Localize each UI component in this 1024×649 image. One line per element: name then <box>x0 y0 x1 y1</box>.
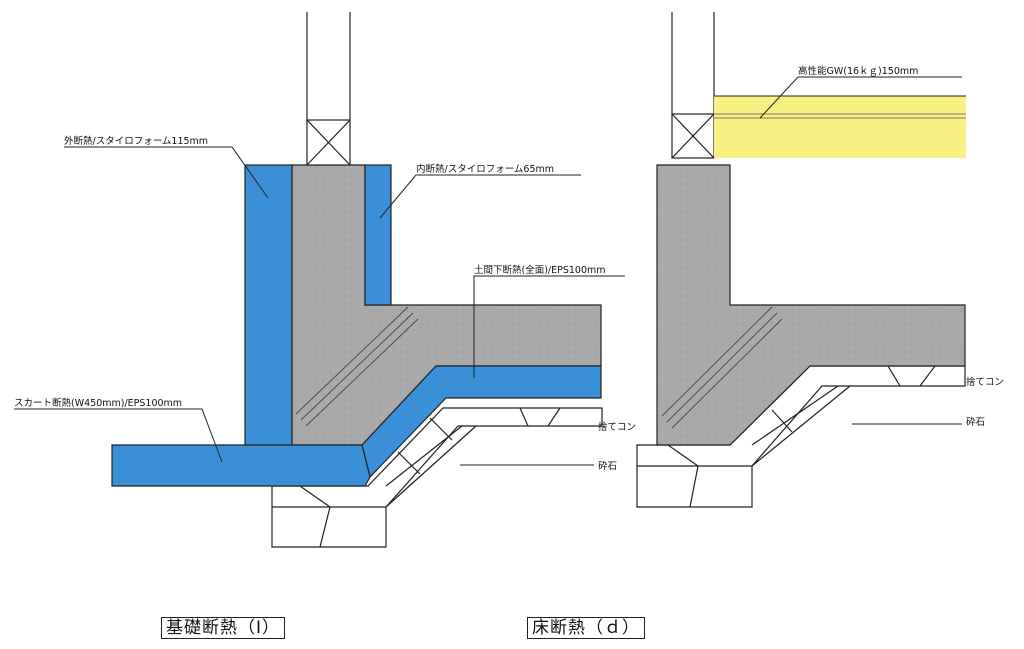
caption-foundation-insulation: 基礎断熱（Ⅰ） <box>161 617 286 639</box>
left-section: 外断熱/スタイロフォーム115mm 内断熱/スタイロフォーム65mm 土間下断熱… <box>14 12 636 548</box>
label-slab-insulation: 土間下断熱(全面)/EPS100mm <box>474 264 606 276</box>
label-skirt-insulation: スカート断熱(W450mm)/EPS100mm <box>14 397 182 409</box>
right-concrete-hatch <box>661 306 783 429</box>
label-glasswool: 高性能GW(16ｋｇ)150mm <box>798 65 918 77</box>
caption-floor-insulation: 床断熱（ｄ） <box>527 617 645 639</box>
label-left-gravel: 砕石 <box>598 460 617 472</box>
label-inner-insulation: 内断熱/スタイロフォーム65mm <box>416 163 554 175</box>
right-glasswool-insulation <box>714 95 966 158</box>
label-left-lean-concrete: 捨てコン <box>598 421 636 433</box>
right-section: 高性能GW(16ｋｇ)150mm 捨てコン 砕石 <box>636 12 1004 508</box>
left-inner-insulation <box>364 164 392 306</box>
right-concrete-foundation <box>656 164 966 446</box>
label-right-gravel: 砕石 <box>966 416 985 428</box>
left-concrete-foundation <box>291 164 602 446</box>
label-right-lean-concrete: 捨てコン <box>966 376 1004 388</box>
left-skirt-insulation <box>111 444 371 487</box>
label-outer-insulation: 外断熱/スタイロフォーム115mm <box>64 135 208 147</box>
right-leaders <box>759 76 962 425</box>
left-wall <box>306 12 351 166</box>
left-outer-insulation <box>244 164 293 446</box>
right-wall <box>671 12 715 159</box>
left-concrete-hatch <box>295 306 419 427</box>
left-leaders <box>14 146 625 466</box>
